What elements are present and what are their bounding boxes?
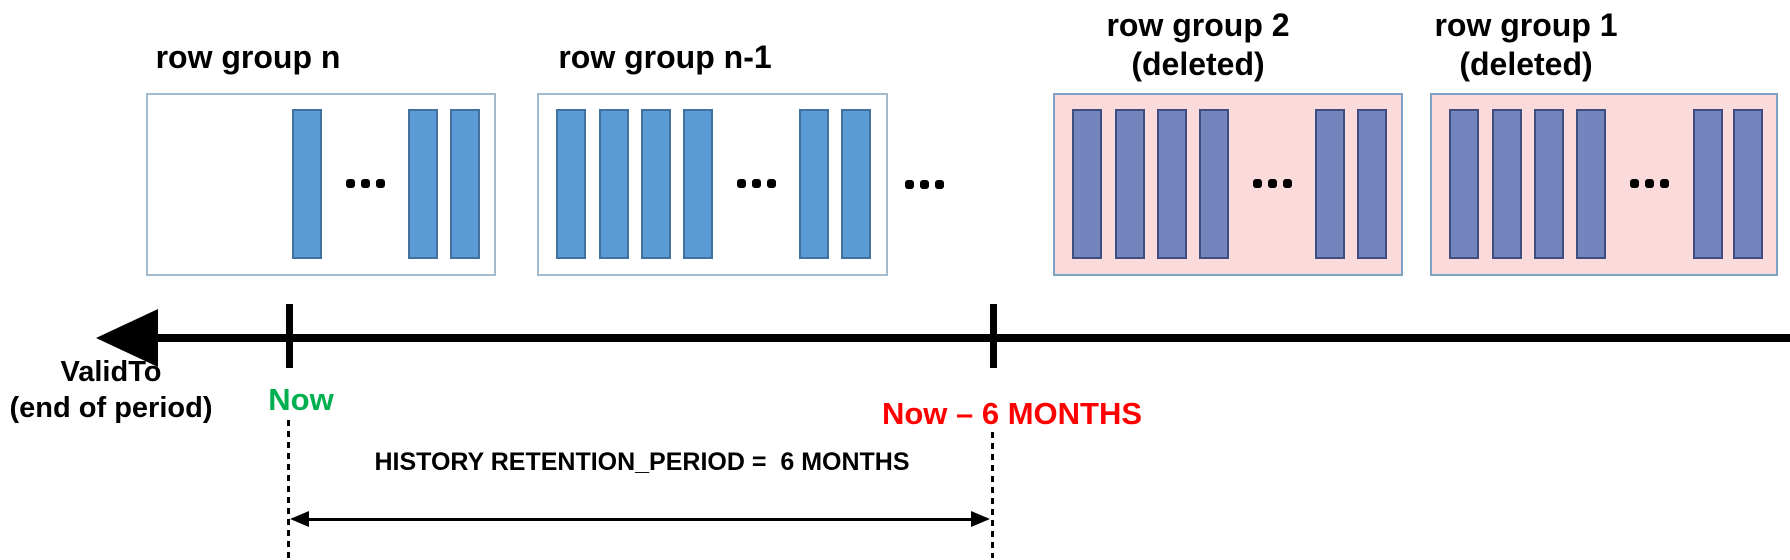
row-bar	[556, 109, 586, 259]
deleted-row-bar	[1357, 109, 1387, 259]
arrow-left-head-icon	[290, 511, 309, 527]
deleted-row-bar	[1315, 109, 1345, 259]
deleted-row-bar	[1199, 109, 1229, 259]
row-bar	[450, 109, 480, 259]
row-group-n1-title: row group n-1	[558, 38, 771, 77]
deleted-row-bar	[1449, 109, 1479, 259]
row-group-1-box	[1430, 93, 1778, 276]
deleted-row-bar	[1072, 109, 1102, 259]
row-group-2-deleted-label: (deleted)	[1131, 46, 1265, 82]
row-group-1-title: row group 1 (deleted)	[1434, 6, 1617, 84]
row-bar	[408, 109, 438, 259]
timeline-axis	[148, 334, 1790, 342]
row-bar	[799, 109, 829, 259]
deleted-row-bar	[1733, 109, 1763, 259]
arrow-line	[302, 518, 978, 521]
past-dashed-guide	[991, 432, 994, 558]
row-bar	[641, 109, 671, 259]
ellipsis-dots	[1253, 179, 1292, 188]
retention-span-arrow	[290, 511, 990, 528]
deleted-row-bar	[1157, 109, 1187, 259]
deleted-row-bar	[1534, 109, 1564, 259]
now-minus-6-months-label: Now – 6 MONTHS	[881, 396, 1143, 431]
row-bar	[841, 109, 871, 259]
retention-period-label: HISTORY RETENTION_PERIOD = 6 MONTHS	[374, 448, 910, 476]
validto-label-line1: ValidTo	[60, 356, 162, 388]
deleted-row-bar	[1693, 109, 1723, 259]
now-dashed-guide	[287, 420, 290, 558]
ellipsis-dots	[905, 180, 944, 189]
ellipsis-dots	[1630, 179, 1669, 188]
now-label: Now	[268, 382, 334, 417]
deleted-row-bar	[1576, 109, 1606, 259]
ellipsis-dots	[737, 179, 776, 188]
arrow-right-head-icon	[971, 511, 990, 527]
now-tick	[286, 304, 293, 368]
deleted-row-bar	[1115, 109, 1145, 259]
row-group-1-label: row group 1	[1434, 7, 1618, 43]
validto-label-line2: (end of period)	[9, 392, 213, 424]
row-group-n-title: row group n	[156, 38, 341, 77]
row-group-n1-box	[537, 93, 888, 276]
validto-axis-label: ValidTo (end of period)	[10, 354, 213, 426]
row-group-2-label: row group 2	[1106, 7, 1290, 43]
row-group-2-box	[1053, 93, 1403, 276]
row-group-n-label: row group n	[155, 39, 341, 75]
row-bar	[599, 109, 629, 259]
row-group-n1-label: row group n-1	[558, 39, 772, 75]
row-bar	[292, 109, 322, 259]
row-group-n-box	[146, 93, 496, 276]
row-bar	[683, 109, 713, 259]
now-minus-6-months-tick	[990, 304, 997, 368]
ellipsis-dots	[346, 179, 385, 188]
row-group-2-title: row group 2 (deleted)	[1106, 6, 1289, 84]
deleted-row-bar	[1492, 109, 1522, 259]
row-group-1-deleted-label: (deleted)	[1459, 46, 1593, 82]
axis-left-arrowhead-icon	[96, 309, 158, 367]
